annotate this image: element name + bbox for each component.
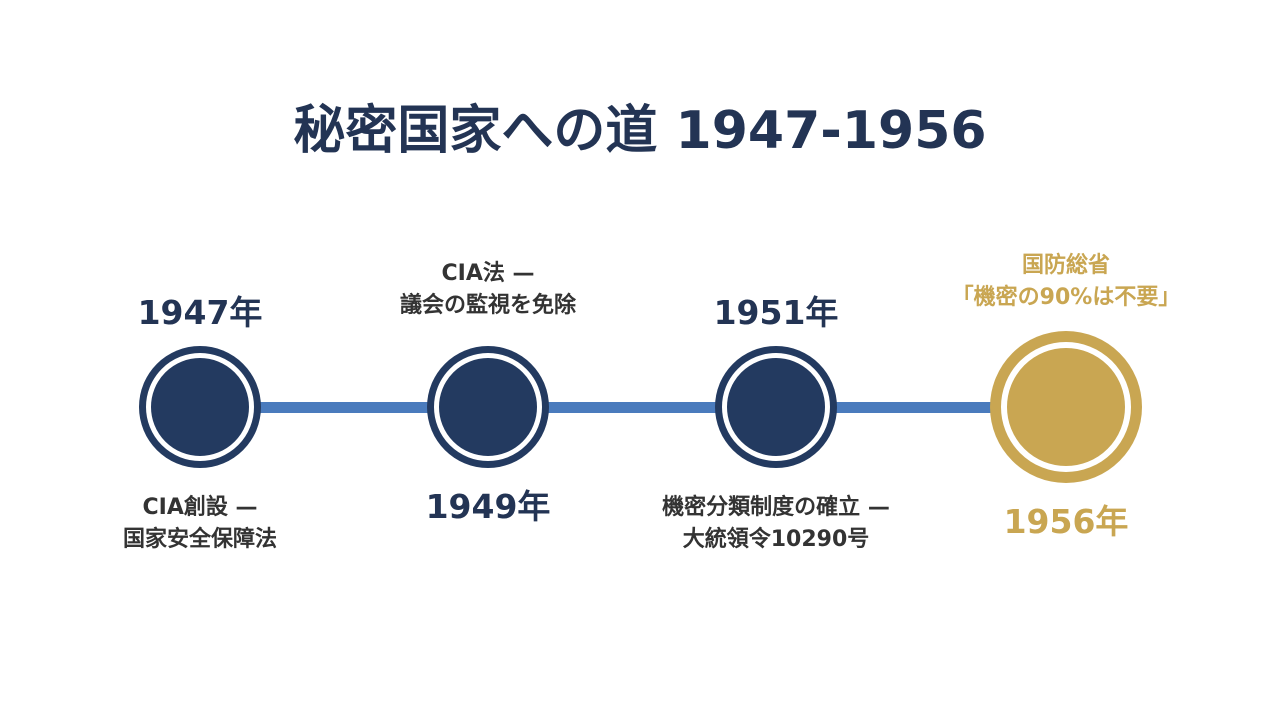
timeline-node-inner — [722, 353, 830, 461]
desc-line-1: CIA法 — — [441, 261, 535, 286]
timeline-year-1949: 1949年 — [425, 487, 551, 526]
timeline-desc-1956: 国防総省 「機密の90%は不要」 — [906, 250, 1226, 314]
timeline-node-1951 — [715, 346, 837, 468]
desc-line-2: 国家安全保障法 — [122, 527, 277, 552]
desc-line-2: 「機密の90%は不要」 — [951, 285, 1181, 310]
timeline-year-1947: 1947年 — [137, 293, 263, 332]
timeline-node-1956 — [990, 331, 1142, 483]
timeline-desc-1951: 機密分類制度の確立 — 大統領令10290号 — [616, 492, 936, 556]
timeline-node-inner — [146, 353, 254, 461]
desc-line-1: 機密分類制度の確立 — — [662, 495, 890, 520]
timeline-node-1949 — [427, 346, 549, 468]
desc-line-2: 大統領令10290号 — [682, 527, 870, 552]
page-title: 秘密国家への道 1947-1956 — [293, 101, 987, 161]
timeline-year-1956: 1956年 — [1003, 502, 1129, 541]
timeline-node-1947 — [139, 346, 261, 468]
desc-line-1: 国防総省 — [1021, 253, 1110, 278]
timeline-desc-1947: CIA創設 — 国家安全保障法 — [40, 492, 360, 556]
timeline-year-1951: 1951年 — [713, 293, 839, 332]
timeline-node-inner — [434, 353, 542, 461]
desc-line-2: 議会の監視を免除 — [399, 293, 576, 318]
timeline-connector-line — [200, 402, 1066, 413]
desc-line-1: CIA創設 — — [142, 495, 258, 520]
timeline-node-inner — [1001, 342, 1131, 472]
timeline-desc-1949: CIA法 — 議会の監視を免除 — [328, 258, 648, 322]
